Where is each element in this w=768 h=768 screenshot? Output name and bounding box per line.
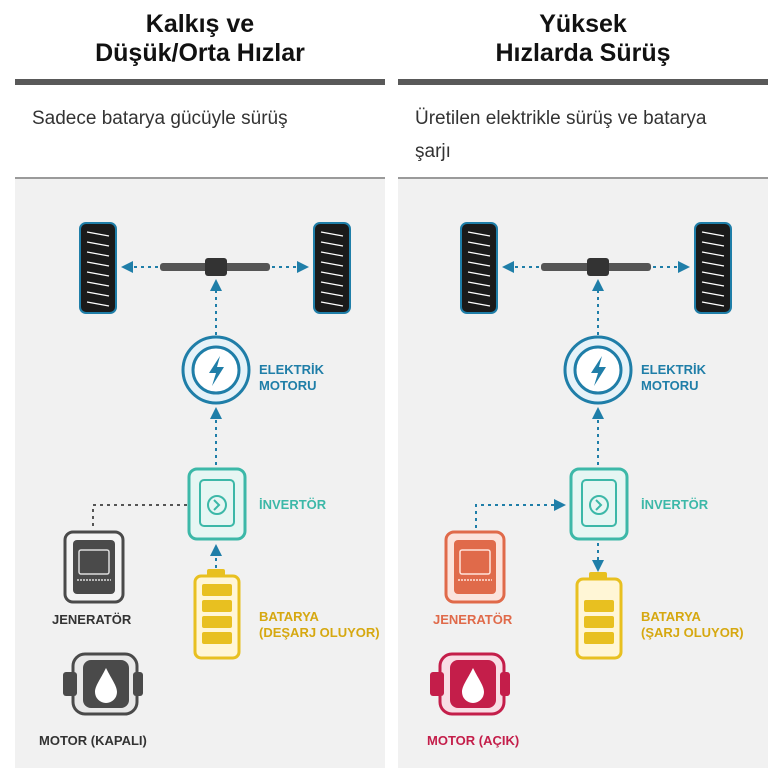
description-box bbox=[15, 85, 385, 179]
title-line-2: Hızlarda Sürüş bbox=[495, 39, 671, 67]
panel-left: Kalkış ve Düşük/Orta Hızlar Sadece batar… bbox=[15, 0, 385, 768]
inverter-icon bbox=[187, 467, 247, 541]
title-line-2: Düşük/Orta Hızlar bbox=[95, 39, 305, 67]
description-text: Üretilen elektrikle sürüş ve batarya şar… bbox=[415, 108, 707, 162]
panel-right: Yüksek Hızlarda Sürüş Üretilen elektrikl… bbox=[398, 0, 768, 768]
title-divider bbox=[398, 79, 768, 85]
battery-icon bbox=[193, 569, 241, 660]
generator-icon bbox=[444, 530, 506, 604]
engine-icon bbox=[63, 652, 143, 716]
axle-icon bbox=[160, 258, 270, 276]
wheel-right-icon bbox=[313, 222, 351, 314]
engine-label: MOTOR (KAPALI) bbox=[39, 733, 147, 748]
electric-motor-label: ELEKTRİK MOTORU bbox=[259, 362, 324, 393]
description-text: Sadece batarya gücüyle sürüş bbox=[32, 108, 288, 129]
generator-label: JENERATÖR bbox=[433, 612, 513, 627]
electric-motor-label: ELEKTRİK MOTORU bbox=[641, 362, 706, 393]
battery-label: BATARYA (ŞARJ OLUYOR) bbox=[641, 609, 744, 640]
generator-connection bbox=[92, 504, 187, 528]
arrow-generator-to-inverter bbox=[475, 499, 566, 528]
panel-title: Yüksek Hızlarda Sürüş bbox=[398, 10, 768, 68]
engine-icon bbox=[430, 652, 510, 716]
description-box bbox=[398, 85, 768, 179]
generator-label: JENERATÖR bbox=[52, 612, 132, 627]
generator-icon bbox=[63, 530, 125, 604]
engine-label: MOTOR (AÇIK) bbox=[427, 733, 520, 748]
inverter-label: İNVERTÖR bbox=[641, 497, 709, 512]
title-divider bbox=[15, 79, 385, 85]
wheel-left-icon bbox=[79, 222, 117, 314]
axle-icon bbox=[541, 258, 651, 276]
wheel-right-icon bbox=[694, 222, 732, 314]
powertrain-diagram bbox=[63, 222, 351, 716]
inverter-icon bbox=[569, 467, 629, 541]
panel-title: Kalkış ve Düşük/Orta Hızlar bbox=[15, 10, 385, 68]
wheel-left-icon bbox=[460, 222, 498, 314]
battery-label: BATARYA (DEŞARJ OLUYOR) bbox=[259, 609, 380, 640]
electric-motor-icon bbox=[181, 335, 251, 405]
powertrain-diagram bbox=[430, 222, 732, 716]
title-line-1: Kalkış ve bbox=[145, 10, 255, 38]
title-line-1: Yüksek bbox=[539, 10, 627, 38]
electric-motor-icon bbox=[563, 335, 633, 405]
inverter-label: İNVERTÖR bbox=[259, 497, 327, 512]
battery-icon bbox=[575, 572, 623, 660]
